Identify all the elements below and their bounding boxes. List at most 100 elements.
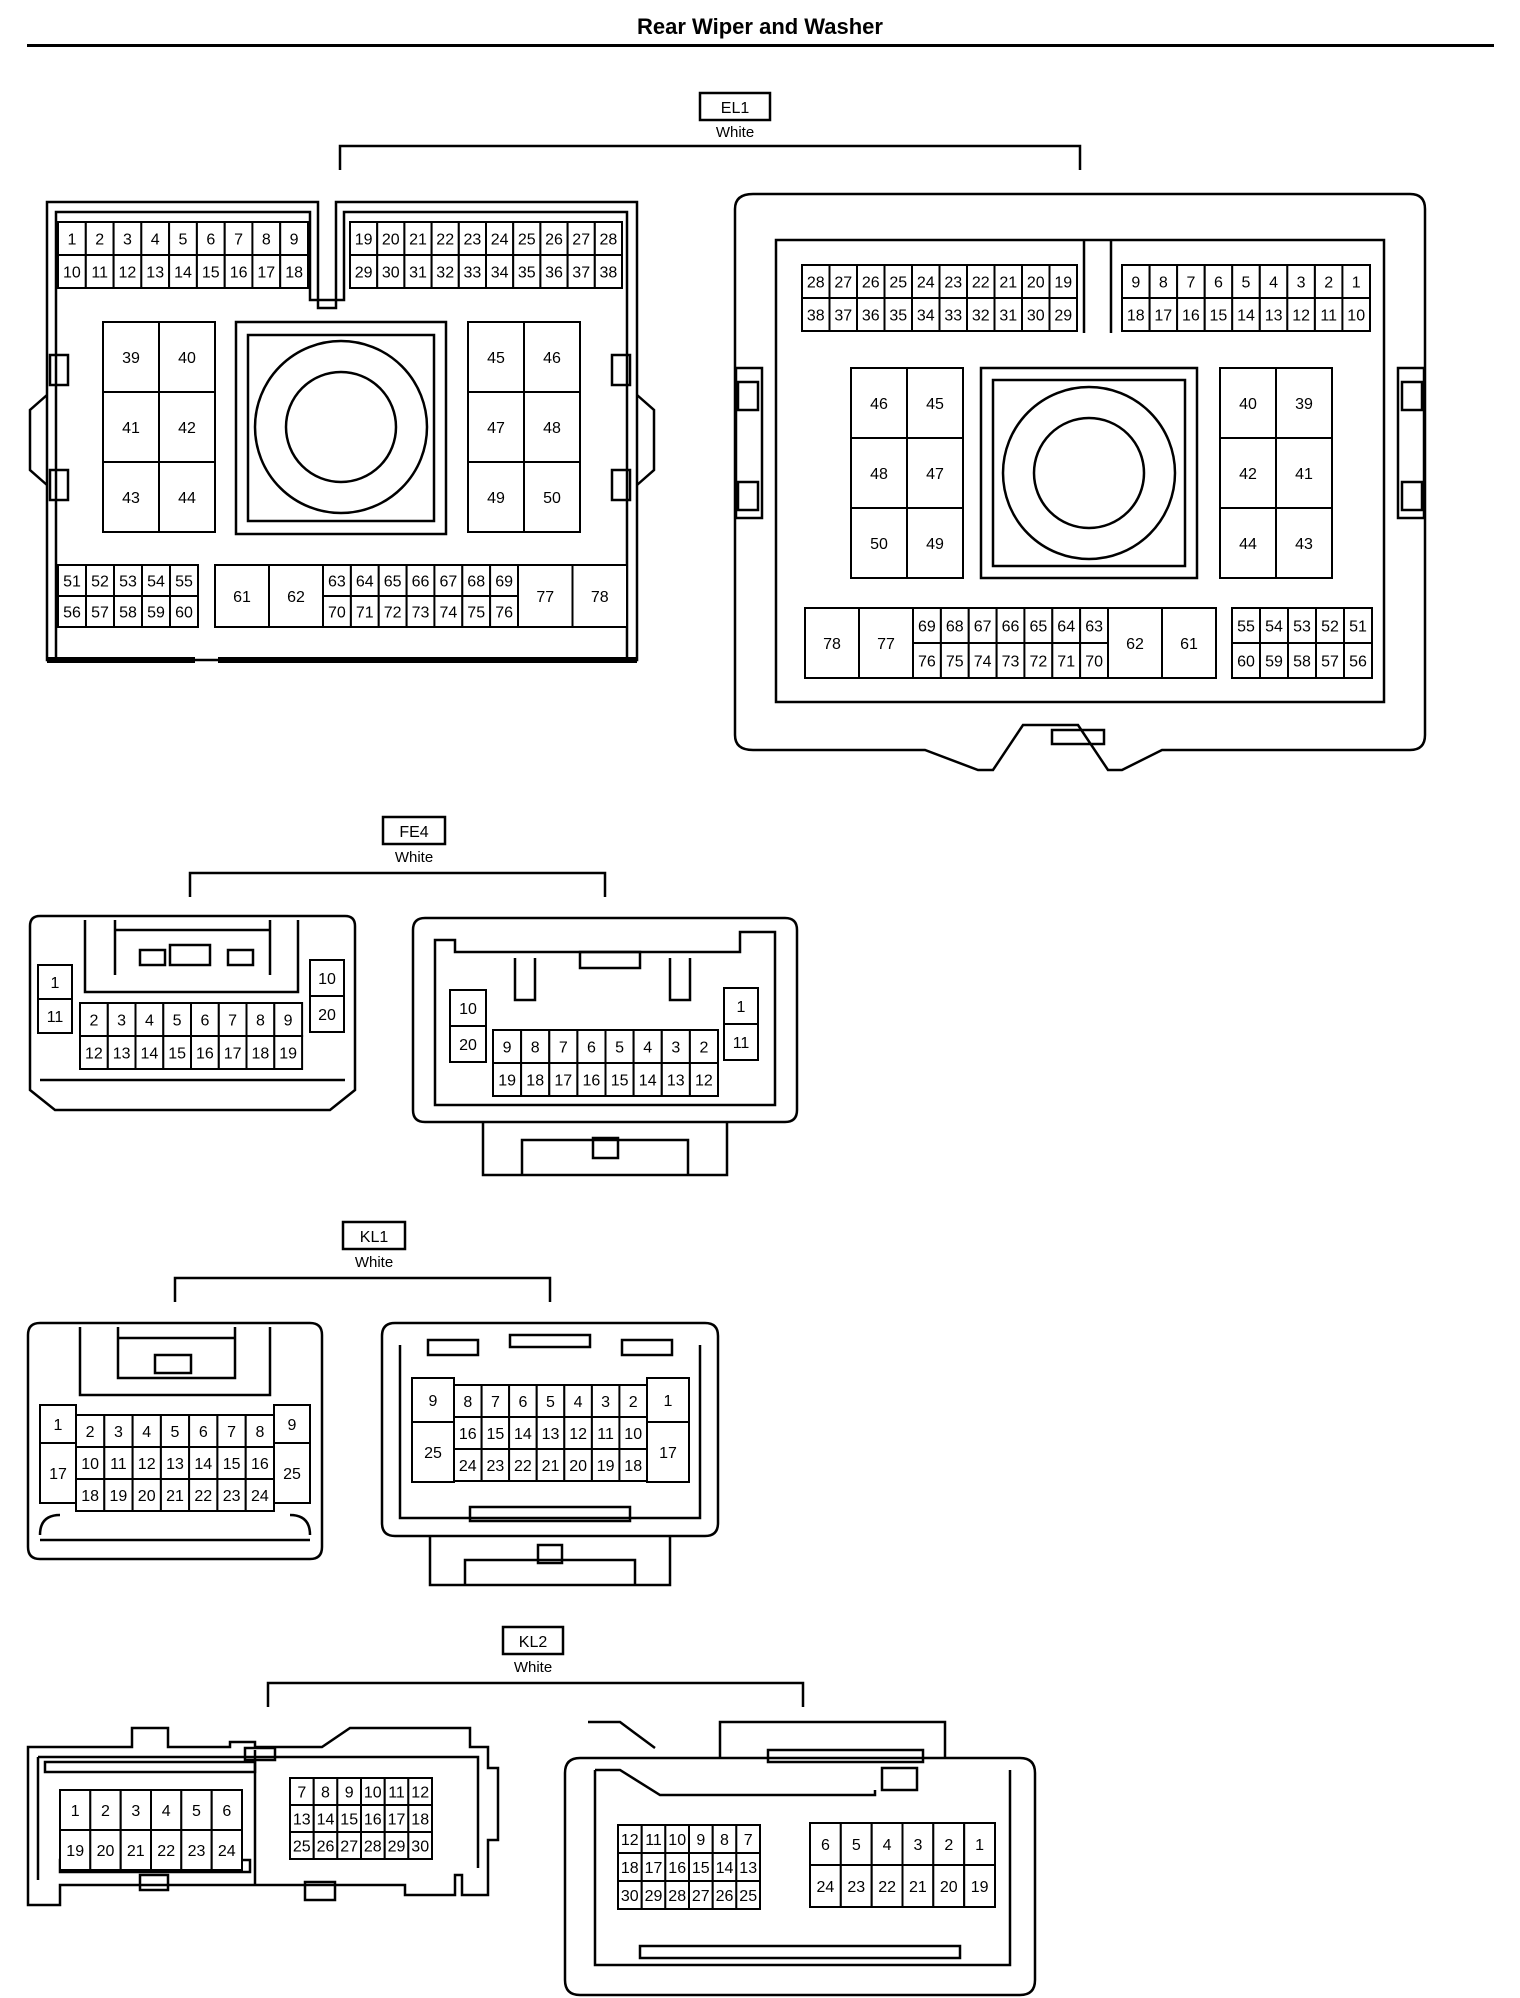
pin-box xyxy=(1219,437,1277,509)
pin-cell: 11 xyxy=(37,998,73,1034)
pin-cell: 4 xyxy=(140,221,171,256)
pin-cell: 58 xyxy=(113,595,143,628)
pin-number: 6 xyxy=(587,1040,596,1057)
pin-cell: 2 xyxy=(1313,264,1344,299)
pin-box xyxy=(906,367,964,439)
pin-cell: 2 xyxy=(89,1789,122,1831)
pin-number: 8 xyxy=(255,1424,264,1441)
pin-number: 5 xyxy=(546,1394,555,1411)
pin-cell: 68 xyxy=(461,564,492,597)
pin-number: 3 xyxy=(601,1394,610,1411)
pin-cell: 18 xyxy=(245,1035,276,1070)
pin-box xyxy=(37,964,73,1000)
pin-cell: 2 xyxy=(932,1822,966,1866)
pin-box xyxy=(963,1822,997,1866)
pin-number: 19 xyxy=(597,1458,615,1475)
pin-number: 15 xyxy=(611,1073,629,1090)
pin-number: 2 xyxy=(101,1803,110,1820)
pin-box xyxy=(660,1062,691,1097)
pin-cell: 9 xyxy=(279,221,310,256)
pin-box xyxy=(523,321,581,393)
pin-cell: 11 xyxy=(103,1446,134,1480)
pin-number: 22 xyxy=(878,1879,896,1896)
pin-number: 18 xyxy=(624,1458,642,1475)
pin-number: 32 xyxy=(972,308,990,325)
pin-cell: 76 xyxy=(489,595,520,628)
pin-number: 17 xyxy=(257,265,275,282)
pin-box xyxy=(113,564,143,597)
pin-number: 19 xyxy=(498,1073,516,1090)
pin-box xyxy=(485,221,515,256)
pin-cell: 16 xyxy=(576,1062,607,1097)
pin-number: 6 xyxy=(1214,275,1223,292)
pin-number: 17 xyxy=(224,1046,242,1063)
pin-cell: 44 xyxy=(158,461,216,533)
pin-number: 23 xyxy=(223,1488,241,1505)
pin-box xyxy=(632,1062,663,1097)
pin-number: 35 xyxy=(518,265,536,282)
pin-box xyxy=(217,1035,248,1070)
view-bracket xyxy=(188,871,607,897)
pin-box xyxy=(870,1864,904,1908)
pin-box xyxy=(932,1822,966,1866)
pin-cell: 16 xyxy=(1176,297,1206,332)
pin-number: 43 xyxy=(122,490,140,507)
pin-cell: 14 xyxy=(134,1035,165,1070)
pin-number: 22 xyxy=(514,1458,532,1475)
pin-number: 20 xyxy=(138,1488,156,1505)
pin-box xyxy=(102,321,160,393)
pin-cell: 30 xyxy=(1021,297,1051,332)
pin-cell: 24 xyxy=(911,264,941,299)
pin-cell: 27 xyxy=(828,264,858,299)
pin-cell: 67 xyxy=(967,607,998,644)
pin-cell: 7 xyxy=(480,1384,511,1418)
pin-cell: 76 xyxy=(912,642,942,679)
pin-cell: 8 xyxy=(711,1824,738,1854)
pin-cell: 1 xyxy=(57,221,87,256)
pin-box xyxy=(113,595,143,628)
pin-number: 7 xyxy=(227,1424,236,1441)
pin-number: 14 xyxy=(716,1860,734,1877)
pin-box xyxy=(162,1035,193,1070)
pin-box xyxy=(966,297,996,332)
pin-number: 31 xyxy=(999,308,1017,325)
pin-cell: 18 xyxy=(407,1804,433,1833)
pin-box xyxy=(37,998,73,1034)
pin-cell: 1 xyxy=(646,1377,690,1423)
pin-number: 4 xyxy=(883,1837,892,1854)
pin-number: 43 xyxy=(1295,536,1313,553)
pin-number: 5 xyxy=(171,1424,180,1441)
pin-cell: 13 xyxy=(535,1416,566,1450)
pin-number: 6 xyxy=(222,1803,231,1820)
pin-number: 64 xyxy=(1057,619,1075,636)
pin-number: 6 xyxy=(206,232,215,249)
pin-box xyxy=(1341,264,1372,299)
pin-box xyxy=(216,1414,247,1448)
pin-box xyxy=(1341,297,1372,332)
connector-housing-left xyxy=(28,914,357,1112)
pin-cell: 20 xyxy=(376,221,406,256)
pin-box xyxy=(723,987,759,1025)
pin-cell: 5 xyxy=(839,1822,873,1866)
pin-cell: 50 xyxy=(523,461,581,533)
pin-number: 1 xyxy=(737,999,746,1016)
pin-box xyxy=(376,254,406,289)
pin-cell: 64 xyxy=(1051,607,1082,644)
pin-number: 11 xyxy=(733,1035,750,1052)
pin-number: 7 xyxy=(1186,275,1195,292)
pin-number: 35 xyxy=(889,308,907,325)
pin-number: 14 xyxy=(1237,308,1255,325)
pin-number: 15 xyxy=(223,1456,241,1473)
pin-cell: 25 xyxy=(273,1442,311,1504)
pin-cell: 20 xyxy=(932,1864,966,1908)
connector-id: FE4 xyxy=(399,824,428,841)
pin-number: 7 xyxy=(491,1394,500,1411)
pin-number: 44 xyxy=(1239,536,1257,553)
pin-cell: 6 xyxy=(195,221,226,256)
pin-cell: 11 xyxy=(723,1023,759,1061)
pin-number: 48 xyxy=(870,466,888,483)
pin-cell: 68 xyxy=(939,607,970,644)
pin-number: 18 xyxy=(411,1812,429,1829)
pin-number: 2 xyxy=(95,232,104,249)
pin-box xyxy=(646,1377,690,1423)
